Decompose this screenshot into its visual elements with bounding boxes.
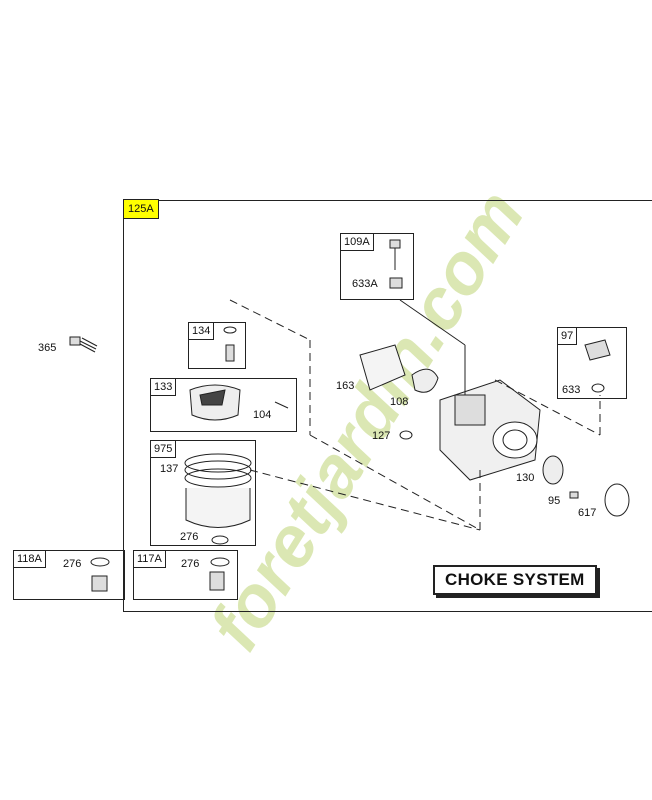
carburetor-icon — [439, 379, 541, 481]
float-133-icon — [189, 384, 241, 421]
callout-108: 108 — [390, 396, 409, 408]
diagram-title: CHOKE SYSTEM — [433, 565, 597, 595]
callout-975: 975 — [150, 440, 177, 458]
callout-633a: 633A — [352, 278, 378, 290]
box-975 — [150, 440, 256, 546]
group-tag-125a: 125A — [123, 199, 159, 219]
callout-133: 133 — [150, 378, 177, 396]
callout-95: 95 — [548, 495, 561, 507]
callout-276-118a: 276 — [63, 558, 82, 570]
box-117a — [133, 550, 238, 600]
box-133 — [150, 378, 297, 432]
callout-127: 127 — [372, 430, 391, 442]
box-109a — [340, 233, 414, 300]
main-frame — [123, 200, 652, 612]
callout-163: 163 — [336, 380, 355, 392]
callout-633: 633 — [562, 384, 581, 396]
callout-365: 365 — [38, 342, 57, 354]
callout-109a: 109A — [340, 233, 374, 251]
box-97 — [557, 327, 627, 399]
callout-276-bowl: 276 — [180, 531, 199, 543]
callout-130: 130 — [516, 472, 535, 484]
callout-134: 134 — [188, 322, 215, 340]
callout-137: 137 — [160, 463, 179, 475]
box-118a — [13, 550, 125, 600]
callout-97: 97 — [557, 327, 578, 345]
screw-365-icon — [69, 336, 98, 353]
callout-617: 617 — [578, 507, 597, 519]
box-134 — [188, 322, 246, 369]
callout-276-117a: 276 — [181, 558, 200, 570]
callout-104: 104 — [253, 409, 272, 421]
callout-117a: 117A — [133, 550, 166, 568]
callout-118a: 118A — [13, 550, 46, 568]
